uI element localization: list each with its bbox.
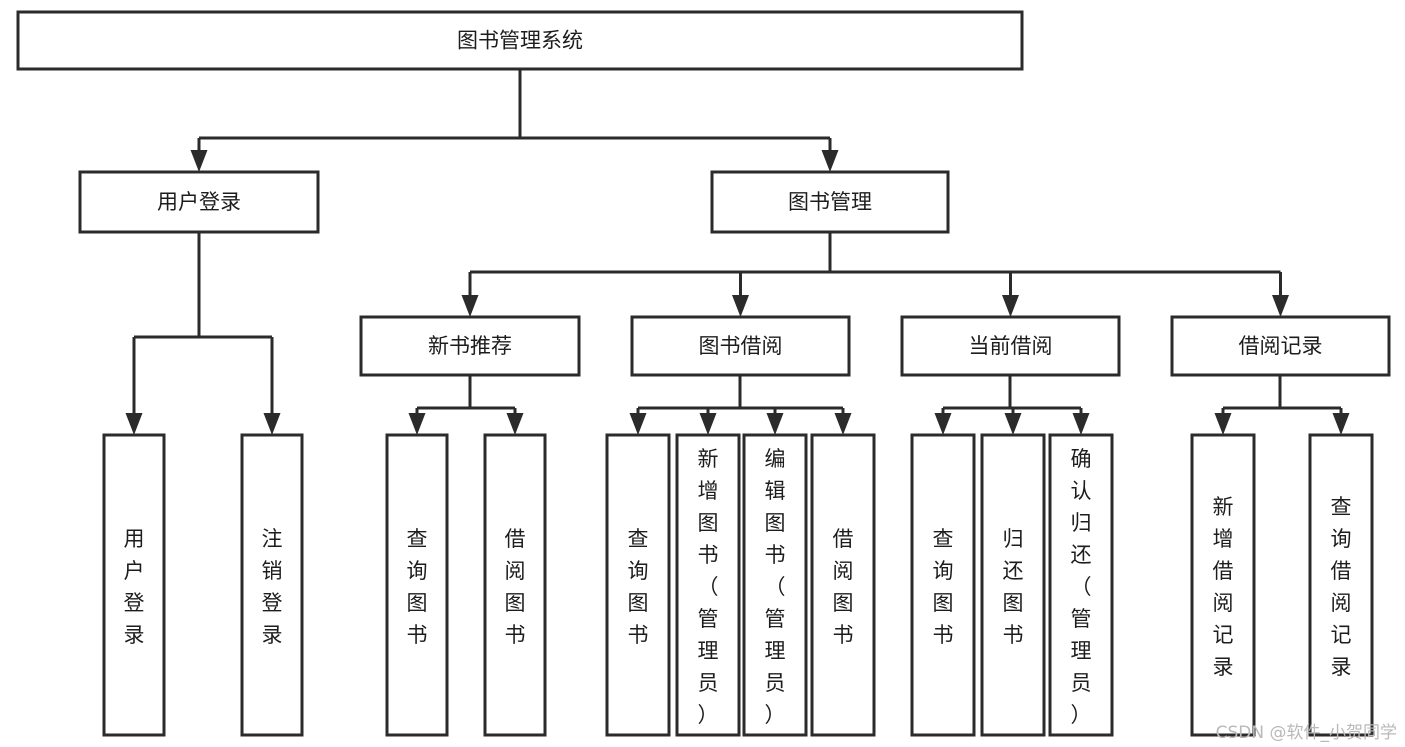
node-layer: 图书管理系统用户登录图书管理新书推荐图书借阅当前借阅借阅记录用户登录注销登录查询… [16,10,1391,737]
node-current-borrow[interactable]: 当前借阅 [900,315,1121,377]
connector-group-user-login [125,232,281,435]
node-box[interactable] [1190,433,1256,737]
arrow-head-icon [263,413,281,435]
node-box[interactable] [385,433,449,737]
arrow-head-icon [699,413,717,435]
node-box[interactable] [675,433,741,737]
node-box[interactable] [102,433,166,737]
node-label: 图书管理系统 [457,29,583,53]
node-leaf-cb-confirm-return[interactable]: 确认归还（管理员） [1048,433,1114,737]
node-leaf-bw-edit-book[interactable]: 编辑图书（管理员） [742,433,808,737]
arrow-head-icon [834,413,852,435]
node-leaf-rec-borrow-book[interactable]: 借阅图书 [483,433,547,737]
node-leaf-user-logout[interactable]: 注销登录 [240,433,304,737]
node-label: 查询图书 [628,527,649,647]
node-leaf-cb-return-book[interactable]: 归还图书 [980,433,1046,737]
arrow-head-icon [461,295,479,317]
arrow-head-icon [629,413,647,435]
arrow-head-icon [1002,295,1019,317]
node-leaf-rec-query-book[interactable]: 查询图书 [385,433,449,737]
node-box[interactable] [630,315,851,377]
arrow-head-icon [1072,413,1090,435]
arrow-head-icon [125,413,143,435]
arrow-head-icon [821,150,839,172]
node-label: 新增图书（管理员） [698,447,719,727]
node-leaf-br-query-record[interactable]: 查询借阅记录 [1308,433,1374,737]
connector-group-new-book-recommend [408,375,524,435]
arrow-head-icon [732,295,749,317]
node-box[interactable] [1048,433,1114,737]
node-user-login[interactable]: 用户登录 [78,170,320,234]
node-box[interactable] [605,433,671,737]
node-label: 当前借阅 [969,334,1053,358]
arrow-head-icon [506,413,524,435]
node-leaf-user-login[interactable]: 用户登录 [102,433,166,737]
node-label: 用户登录 [157,190,241,214]
node-label: 归还图书 [1003,527,1024,647]
csdn-watermark: CSDN @软件_小贺同学 [1215,723,1397,743]
arrow-head-icon [1004,413,1022,435]
arrow-head-icon [934,413,952,435]
connector-group-borrow-record [1214,375,1350,435]
node-box[interactable] [710,170,950,234]
node-label: 借阅记录 [1239,334,1323,358]
node-box[interactable] [359,315,581,377]
node-leaf-cb-query-book[interactable]: 查询图书 [910,433,976,737]
arrow-head-icon [1332,413,1350,435]
node-box[interactable] [16,10,1024,71]
node-book-manage[interactable]: 图书管理 [710,170,950,234]
node-label: 图书管理 [788,190,872,214]
node-box[interactable] [810,433,876,737]
connector-group-book-manage [461,232,1289,317]
node-label: 编辑图书（管理员） [765,447,786,727]
node-box[interactable] [483,433,547,737]
node-label: 查询借阅记录 [1331,495,1352,679]
node-box[interactable] [910,433,976,737]
arrow-head-icon [190,150,208,172]
arrow-head-icon [1214,413,1232,435]
node-leaf-bw-borrow-book[interactable]: 借阅图书 [810,433,876,737]
node-root[interactable]: 图书管理系统 [16,10,1024,71]
node-label: 用户登录 [124,527,145,647]
node-label: 借阅图书 [505,527,526,647]
node-book-borrow[interactable]: 图书借阅 [630,315,851,377]
node-box[interactable] [1308,433,1374,737]
node-label: 图书借阅 [699,334,783,358]
arrow-head-icon [1272,295,1289,317]
connector-layer [125,69,1350,435]
arrow-head-icon [408,413,426,435]
node-box[interactable] [1170,315,1391,377]
node-label: 确认归还（管理员） [1071,447,1092,727]
connector-group-root [190,69,839,172]
node-leaf-bw-query-book[interactable]: 查询图书 [605,433,671,737]
connector-group-current-borrow [934,375,1090,435]
node-label: 注销登录 [262,527,283,647]
node-leaf-br-add-record[interactable]: 新增借阅记录 [1190,433,1256,737]
node-label: 查询图书 [933,527,954,647]
arrow-head-icon [766,413,784,435]
node-label: 借阅图书 [833,527,854,647]
node-new-book-recommend[interactable]: 新书推荐 [359,315,581,377]
node-box[interactable] [78,170,320,234]
node-borrow-record[interactable]: 借阅记录 [1170,315,1391,377]
node-label: 新增借阅记录 [1213,495,1234,679]
node-leaf-bw-add-book[interactable]: 新增图书（管理员） [675,433,741,737]
node-box[interactable] [900,315,1121,377]
node-box[interactable] [240,433,304,737]
connector-group-book-borrow [629,375,852,435]
node-box[interactable] [980,433,1046,737]
node-label: 查询图书 [407,527,428,647]
node-box[interactable] [742,433,808,737]
node-label: 新书推荐 [428,334,512,358]
